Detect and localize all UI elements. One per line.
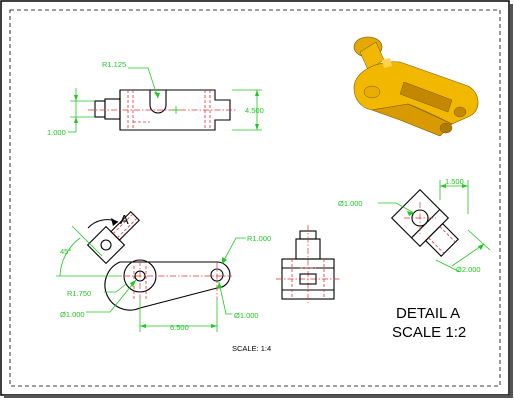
dim-front-radius-small: R1.750 [67, 289, 91, 298]
side-view [276, 225, 340, 303]
3d-part-render [353, 36, 479, 137]
dim-detail-width: 1.500 [445, 177, 464, 186]
dim-top-height: 4.500 [245, 106, 264, 115]
dim-detail-hole: Ø1.000 [338, 199, 363, 208]
top-view-body [119, 89, 231, 131]
dim-front-length: 6.500 [170, 323, 189, 332]
front-view-link [104, 261, 231, 311]
dim-top-pin-dia: 1.000 [47, 128, 66, 137]
frame-shadow-bottom [4, 395, 513, 398]
view-label-a: A [120, 212, 129, 227]
detail-scale: SCALE 1:2 [392, 324, 466, 341]
dim-front-hole-right: Ø1.000 [234, 311, 259, 320]
dim-front-angle: 45° [60, 247, 71, 256]
top-view [68, 67, 262, 133]
inner-border [9, 9, 501, 387]
dim-front-radius-large: R1.000 [247, 234, 271, 243]
detail-a-view [378, 180, 491, 273]
frame-shadow-right [510, 4, 513, 397]
scale-note: SCALE: 1:4 [232, 344, 271, 353]
dim-front-hole-left: Ø1.000 [60, 310, 85, 319]
dim-detail-dia: Ø2.000 [456, 265, 481, 274]
dim-top-radius: R1.125 [102, 60, 126, 69]
front-view [56, 210, 246, 332]
detail-title: DETAIL A [396, 305, 460, 322]
